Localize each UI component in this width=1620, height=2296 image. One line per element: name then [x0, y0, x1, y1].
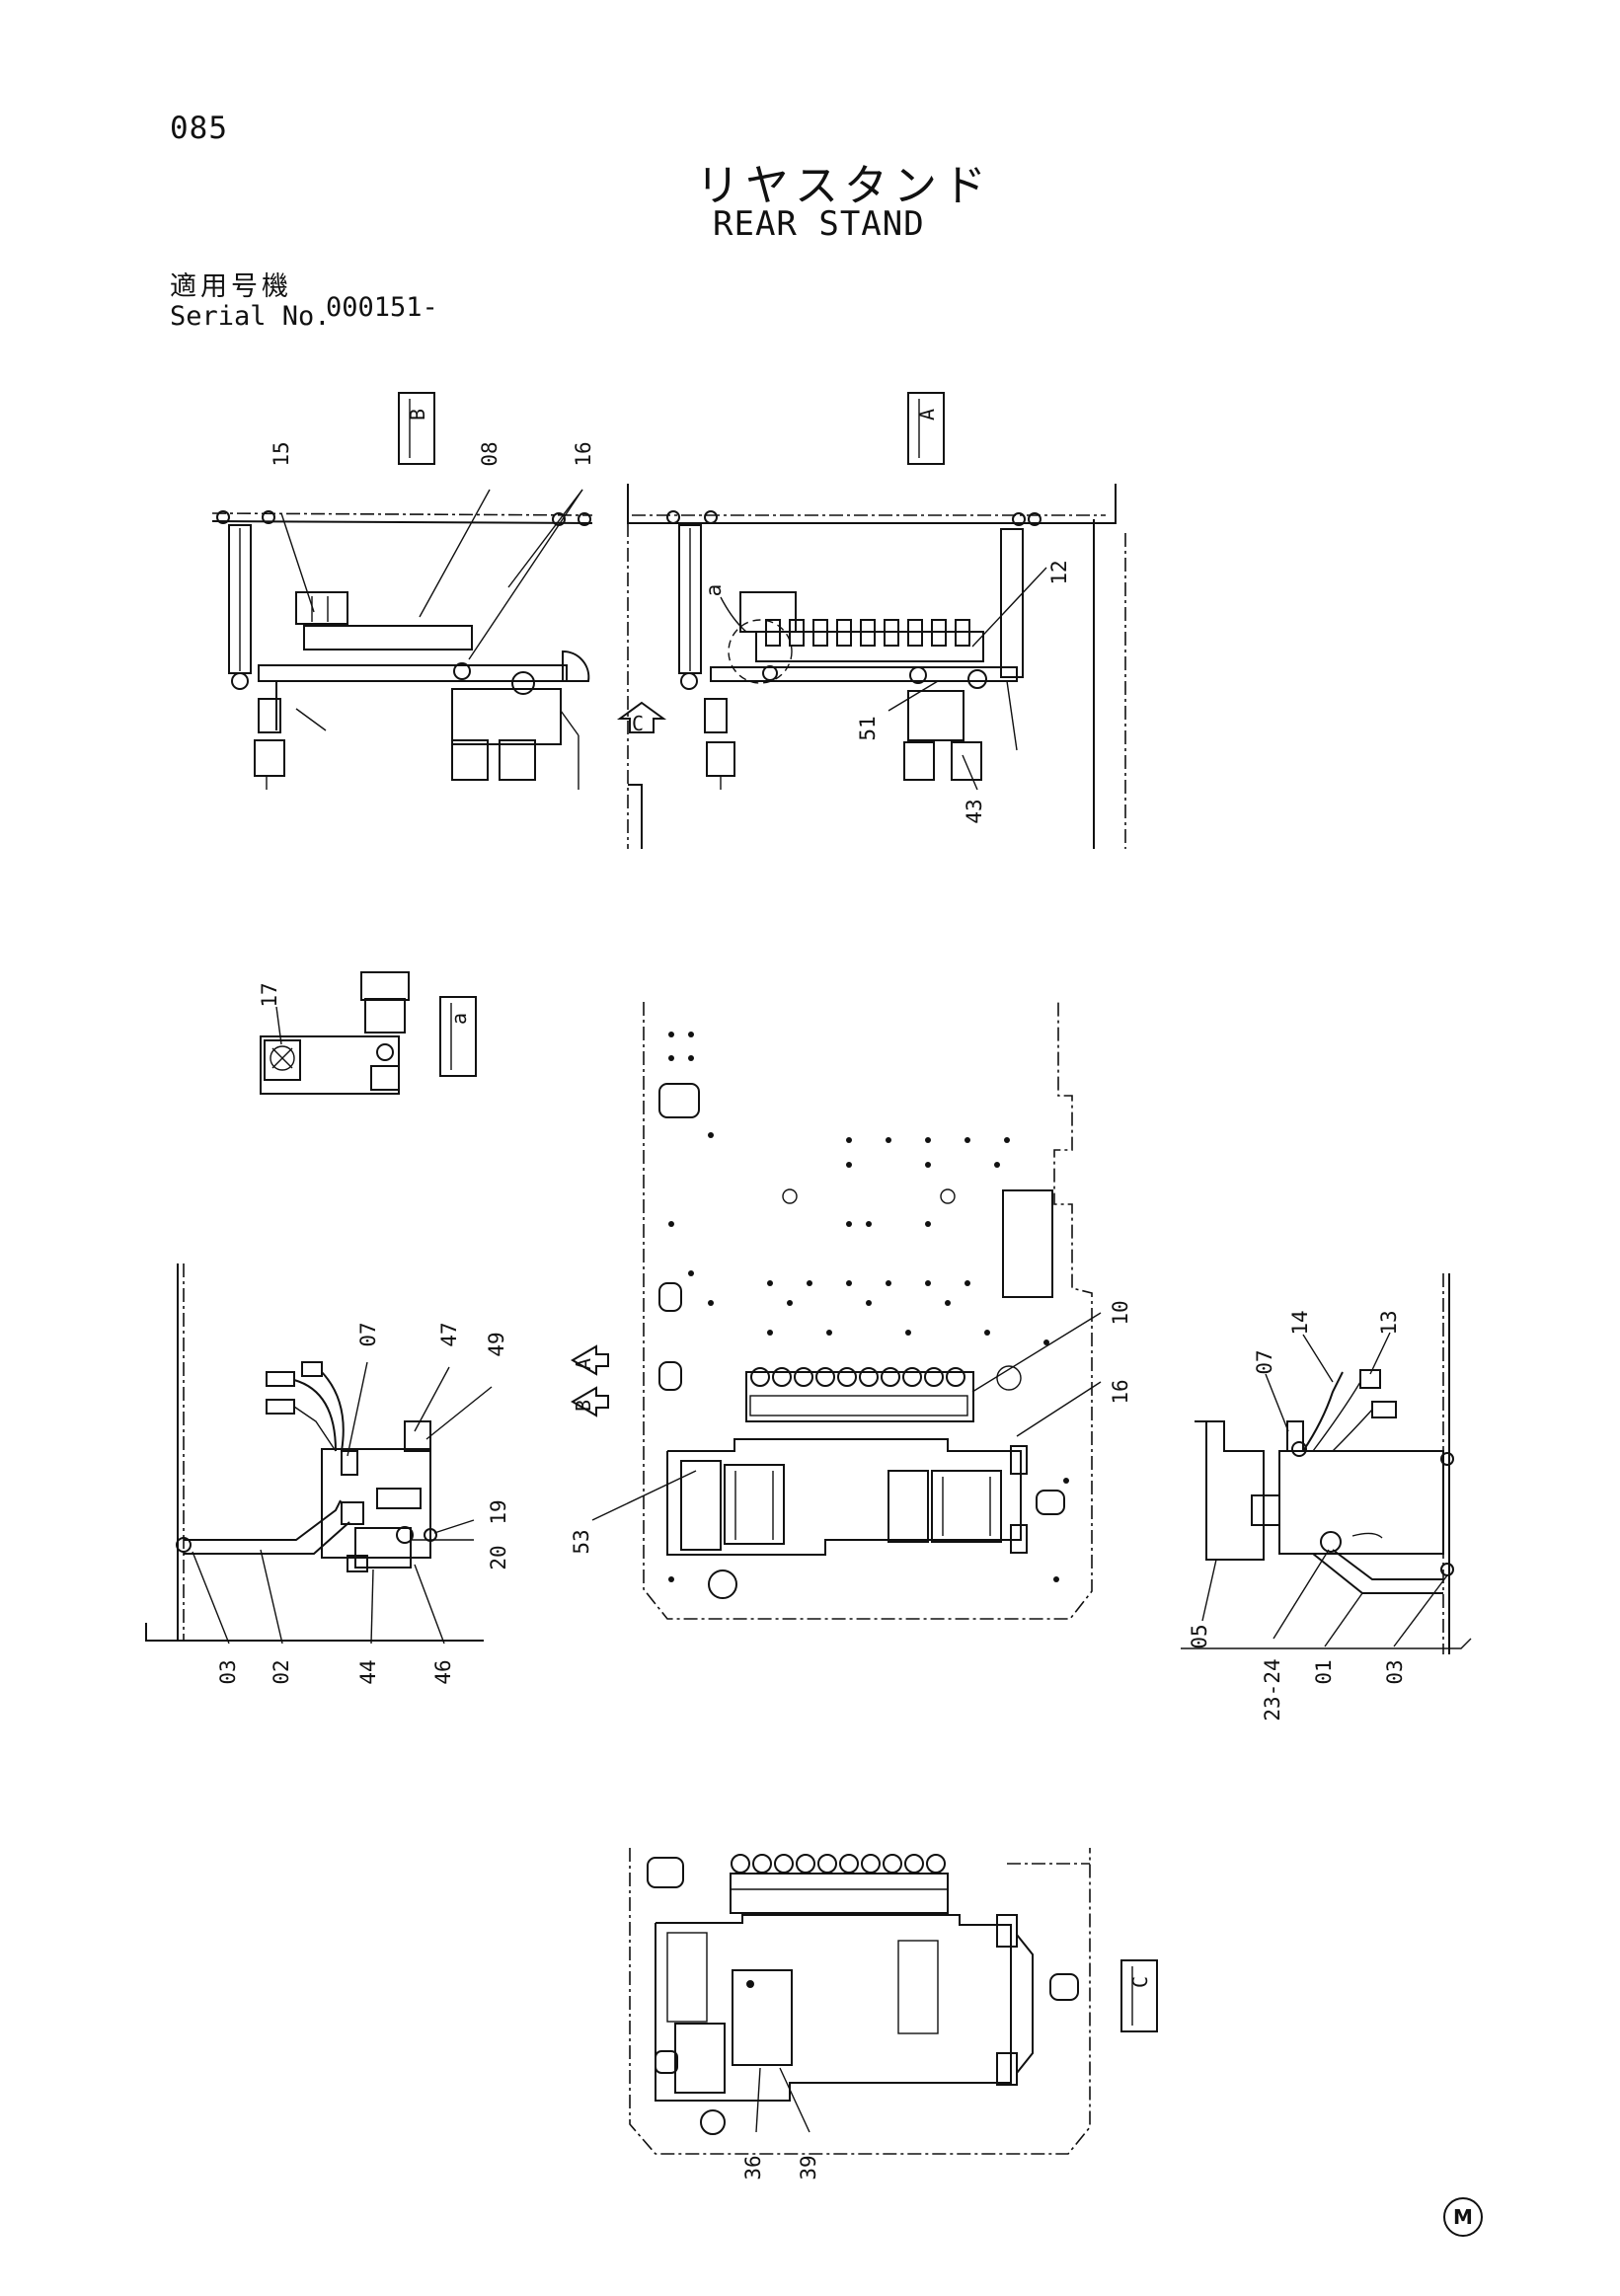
callout-08: 08 [478, 441, 501, 466]
plan-view-drawing: A B 10 16 53 [570, 1002, 1132, 1620]
callout-16-plan: 16 [1109, 1379, 1132, 1404]
callout-46: 46 [431, 1659, 455, 1684]
callout-49: 49 [485, 1332, 508, 1356]
valve-row [765, 619, 970, 647]
serial-label-english: Serial No. [170, 301, 331, 332]
callout-07-right: 07 [1253, 1349, 1276, 1374]
view-c-valve-row [731, 1854, 946, 1874]
callout-51: 51 [856, 716, 880, 740]
plan-holes [668, 1032, 1069, 1582]
callout-53: 53 [570, 1529, 593, 1554]
arrow-c-letter: C [632, 712, 644, 735]
callout-07: 07 [356, 1322, 380, 1346]
callout-15: 15 [270, 441, 293, 466]
callout-12: 12 [1047, 560, 1071, 584]
title-japanese: リヤスタンド [696, 161, 992, 211]
callout-02: 02 [270, 1659, 293, 1684]
callout-39: 39 [797, 2155, 820, 2180]
callout-a: a [702, 584, 726, 597]
serial-label-japanese: 適用号機 [170, 271, 292, 302]
arrow-b-letter: B [572, 1400, 595, 1412]
view-c-tag [1120, 1959, 1158, 2032]
view-a-tag [907, 392, 945, 465]
callout-36: 36 [741, 2155, 765, 2180]
view-a-drawing: A C [616, 392, 1126, 849]
detail-a-letter: a [447, 1013, 471, 1025]
callout-10: 10 [1109, 1300, 1132, 1325]
callout-05: 05 [1188, 1624, 1211, 1648]
callout-17: 17 [258, 982, 281, 1007]
page-number: 085 [170, 111, 228, 146]
callout-23-24: 23-24 [1261, 1658, 1284, 1721]
view-c-letter: C [1128, 1976, 1152, 1988]
callout-44: 44 [356, 1659, 380, 1684]
view-b-drawing: B 15 08 16 [211, 392, 595, 790]
callout-03-right: 03 [1383, 1659, 1407, 1684]
arrow-a-letter: A [572, 1358, 595, 1370]
view-b-tag [398, 392, 435, 465]
callout-14: 14 [1288, 1310, 1312, 1335]
callout-16: 16 [572, 441, 595, 466]
callout-03-left: 03 [216, 1659, 240, 1684]
callout-43: 43 [963, 799, 986, 823]
view-a-letter: A [915, 409, 939, 421]
detail-a-drawing: a 17 [258, 971, 477, 1095]
serial-value: 000151- [326, 292, 438, 323]
detail-a-tag [439, 996, 477, 1077]
right-side-view-drawing: 14 13 07 05 23-24 01 03 [1181, 1273, 1472, 1722]
title-english: REAR STAND [713, 204, 925, 244]
left-side-view-drawing: 07 47 49 19 20 03 02 44 46 [145, 1263, 510, 1685]
maker-mark: M [1443, 2197, 1483, 2237]
plan-valve-row [750, 1367, 965, 1387]
view-b-letter: B [406, 409, 429, 421]
view-c-drawing: C 36 39 [629, 1848, 1158, 2181]
callout-47: 47 [437, 1322, 461, 1346]
callout-13: 13 [1377, 1310, 1401, 1335]
callout-20: 20 [487, 1545, 510, 1569]
callout-01: 01 [1312, 1659, 1336, 1684]
callout-19: 19 [487, 1499, 510, 1524]
